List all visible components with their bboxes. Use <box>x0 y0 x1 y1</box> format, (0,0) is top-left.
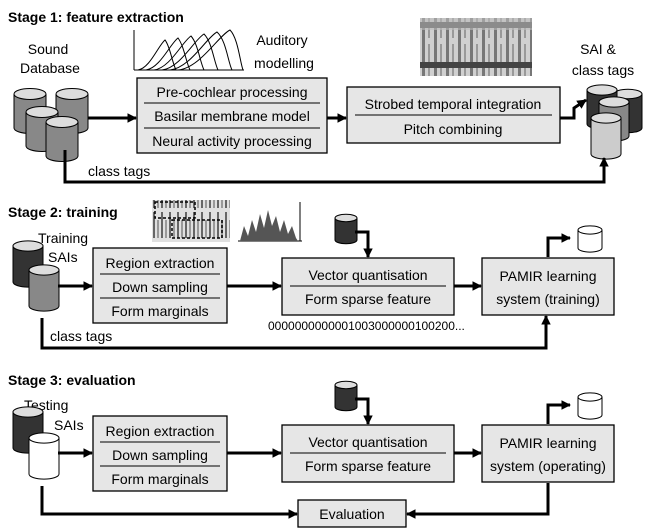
sai-class-tags-label: class tags <box>572 62 634 78</box>
form-marginals-label: Form marginals <box>111 303 208 319</box>
pamir-learning-label: PAMIR learning <box>499 435 596 451</box>
pamir-operating-box: PAMIR learning system (operating) <box>481 424 615 483</box>
vector-quantisation-label: Vector quantisation <box>308 267 427 283</box>
training-sais-label: SAIs <box>48 249 78 265</box>
stage2-title: Stage 2: training <box>8 204 118 220</box>
arrow-class-tags-stage2 <box>40 315 551 350</box>
sound-database-icon <box>13 88 89 162</box>
class-tags-label: class tags <box>88 163 150 179</box>
sai-class-tags-label: SAI & <box>580 41 616 57</box>
evaluation-box: Evaluation <box>297 499 407 528</box>
sound-database-label: Sound <box>28 41 68 57</box>
sai-region-thumbnail <box>152 200 230 242</box>
arrow-pamir-to-model <box>546 400 571 424</box>
strobed-temporal-integration-box: Strobed temporal integration Pitch combi… <box>346 86 561 144</box>
sai-image-thumbnail <box>420 18 532 76</box>
vector-quantisation-label: Vector quantisation <box>308 434 427 450</box>
auditory-processing-box: Pre-cochlear processing Basilar membrane… <box>136 77 328 154</box>
testing-sais-label: SAIs <box>54 417 84 433</box>
evaluation-label: Evaluation <box>319 506 384 522</box>
model-database-icon <box>577 225 603 253</box>
region-extraction-label: Region extraction <box>106 423 215 439</box>
pre-cochlear-processing-label: Pre-cochlear processing <box>157 84 308 100</box>
down-sampling-label: Down sampling <box>112 279 208 295</box>
arrow-testing-to-evaluation <box>40 486 298 519</box>
sparse-feature-vector-text: 0000000000001003000000100200... <box>268 319 465 333</box>
sound-database-label: Database <box>20 60 80 76</box>
testing-sai-database-icon <box>12 406 60 480</box>
auditory-modelling-label: modelling <box>254 55 314 71</box>
stage1-title: Stage 1: feature extraction <box>8 9 184 25</box>
basilar-membrane-model-label: Basilar membrane model <box>154 108 310 124</box>
region-extraction-box-stage2: Region extraction Down sampling Form mar… <box>92 247 228 324</box>
form-marginals-label: Form marginals <box>111 471 208 487</box>
strobed-temporal-integration-label: Strobed temporal integration <box>365 96 542 112</box>
vector-quantisation-box-stage3: Vector quantisation Form sparse feature <box>281 424 455 483</box>
arrow-codebook-to-vq <box>355 230 373 258</box>
form-sparse-feature-label: Form sparse feature <box>305 291 431 307</box>
region-extraction-box-stage3: Region extraction Down sampling Form mar… <box>92 415 228 492</box>
pamir-system-training-label: system (training) <box>496 291 599 307</box>
form-sparse-feature-label: Form sparse feature <box>305 458 431 474</box>
arrow-pamir-to-evaluation <box>406 483 550 519</box>
pamir-learning-label: PAMIR learning <box>499 268 596 284</box>
down-sampling-label: Down sampling <box>112 447 208 463</box>
auditory-filter-curves-icon <box>133 29 244 71</box>
auditory-modelling-label: Auditory <box>256 32 307 48</box>
arrow-class-tags-stage1 <box>63 150 609 184</box>
training-sais-label: Training <box>38 230 88 246</box>
arrow-strobed-to-sai <box>560 98 587 120</box>
arrow-pamir-to-model <box>546 233 571 257</box>
pamir-system-operating-label: system (operating) <box>490 458 606 474</box>
sai-database-icon <box>586 84 643 160</box>
codebook-database-icon <box>334 380 358 412</box>
model-database-icon <box>577 392 603 420</box>
histogram-thumbnail <box>238 202 302 242</box>
pamir-training-box: PAMIR learning system (training) <box>481 257 615 316</box>
vector-quantisation-box-stage2: Vector quantisation Form sparse feature <box>281 257 455 316</box>
region-extraction-label: Region extraction <box>106 255 215 271</box>
codebook-database-icon <box>334 213 358 245</box>
class-tags-label: class tags <box>50 328 112 344</box>
pitch-combining-label: Pitch combining <box>404 121 503 137</box>
training-sai-database-icon <box>12 240 60 312</box>
neural-activity-processing-label: Neural activity processing <box>152 133 312 149</box>
stage3-title: Stage 3: evaluation <box>8 372 136 388</box>
arrow-codebook-to-vq <box>355 397 373 425</box>
